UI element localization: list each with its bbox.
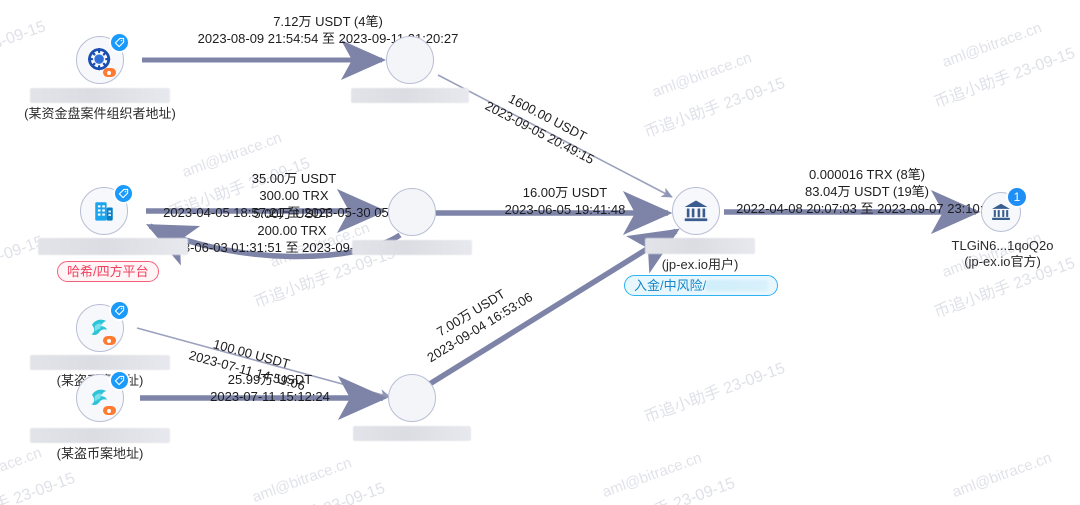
- edge-amount: 25.99万 USDT: [227, 372, 313, 387]
- edge-amount-trx: 0.000016 TRX (8笔): [808, 167, 926, 182]
- edge-amount: 7.12万 USDT (4笔): [273, 14, 383, 29]
- node-intermediate-bottom[interactable]: [388, 374, 436, 422]
- redacted-address: [353, 426, 471, 441]
- node-theft-case-b[interactable]: [76, 370, 130, 422]
- node-label-fund-scam-organizer: (某资金盘案件组织者地址): [0, 88, 200, 122]
- redacted-tag-tail: [706, 280, 769, 291]
- redacted-address: [38, 238, 188, 255]
- edge-amount-trx: 300.00 TRX: [259, 188, 329, 203]
- redacted-address: [352, 240, 472, 255]
- node-intermediate-top[interactable]: [386, 36, 434, 84]
- redacted-address: [30, 355, 170, 370]
- warning-dot-icon: [103, 406, 116, 415]
- node-jpex-user[interactable]: [672, 187, 720, 235]
- node-theft-case-a[interactable]: [76, 300, 130, 352]
- edge-amount-usdt: 35.00万 USDT: [251, 171, 337, 186]
- warning-dot-icon: [103, 68, 116, 77]
- node-caption: (jp-ex.io官方): [964, 254, 1041, 269]
- edge-label-e1: 7.12万 USDT (4笔) 2023-08-09 21:54:54 至 20…: [128, 13, 528, 47]
- tag-badge-icon[interactable]: [109, 32, 130, 53]
- node-label-theft-case-b: (某盗币案地址): [0, 428, 200, 462]
- edge-amount: 16.00万 USDT: [522, 185, 608, 200]
- tag-badge-icon[interactable]: [109, 370, 130, 391]
- theft-case-icon: [91, 319, 107, 336]
- tag-badge-icon[interactable]: [113, 183, 134, 204]
- theft-case-icon: [91, 389, 107, 406]
- risk-tag-text: 入金/中风险/: [634, 278, 707, 293]
- node-label-jpex-official: TLGiN6...1qoQ2o (jp-ex.io官方): [930, 238, 1075, 270]
- edge-label-e5: 16.00万 USDT 2023-06-05 19:41:48: [465, 184, 665, 218]
- node-fund-scam-organizer[interactable]: [76, 32, 130, 84]
- node-label-jpex-user: (jp-ex.io用户): [620, 238, 780, 273]
- edge-amount-usdt: 83.04万 USDT (19笔): [804, 184, 930, 199]
- bank-icon: [992, 203, 1010, 220]
- node-label-intermediate-bottom: [332, 426, 492, 444]
- bank-icon: [684, 200, 708, 222]
- node-intermediate-middle[interactable]: [388, 188, 436, 236]
- count-badge[interactable]: 1: [1006, 186, 1028, 208]
- node-hash-sifang-platform[interactable]: [80, 183, 134, 235]
- edge-e9: [426, 228, 680, 388]
- node-caption: (某资金盘案件组织者地址): [24, 106, 176, 121]
- node-label-intermediate-top: [330, 88, 490, 106]
- redacted-address: [30, 88, 170, 103]
- exchange-building-icon: [95, 202, 113, 221]
- redacted-address: [645, 238, 755, 254]
- edge-e2: [437, 74, 673, 198]
- edge-label-e8: 25.99万 USDT 2023-07-11 15:12:24: [160, 371, 380, 405]
- node-label-intermediate-middle: [332, 240, 492, 258]
- edge-timestamp: 2023-07-11 15:12:24: [210, 389, 330, 404]
- tag-badge-icon[interactable]: [109, 300, 130, 321]
- redacted-address: [30, 428, 170, 443]
- risk-tag-jpex-user[interactable]: 入金/中风险/: [624, 275, 779, 296]
- edge-label-e6: 0.000016 TRX (8笔) 83.04万 USDT (19笔) 2022…: [722, 166, 1012, 217]
- node-caption: (某盗币案地址): [56, 446, 144, 461]
- risk-tag-hash-sifang[interactable]: 哈希/四方平台: [57, 261, 159, 282]
- edge-amount-trx: 200.00 TRX: [257, 223, 327, 238]
- edge-timerange: 2023-08-09 21:54:54 至 2023-09-11 21:20:2…: [197, 31, 459, 46]
- redacted-address: [351, 88, 469, 103]
- fund-scam-organizer-icon: [87, 47, 111, 71]
- node-label-hash-sifang-platform: [18, 238, 208, 258]
- edge-amount-usdt: 5.00万 USDT: [253, 206, 331, 221]
- node-caption: (jp-ex.io用户): [661, 257, 739, 272]
- edge-timerange: 2022-04-08 20:07:03 至 2023-09-07 23:10:0…: [736, 201, 998, 216]
- node-jpex-official[interactable]: 1: [981, 186, 1028, 232]
- edge-timestamp: 2023-06-05 19:41:48: [504, 202, 626, 217]
- warning-dot-icon: [103, 336, 116, 345]
- node-address: TLGiN6...1qoQ2o: [951, 238, 1054, 253]
